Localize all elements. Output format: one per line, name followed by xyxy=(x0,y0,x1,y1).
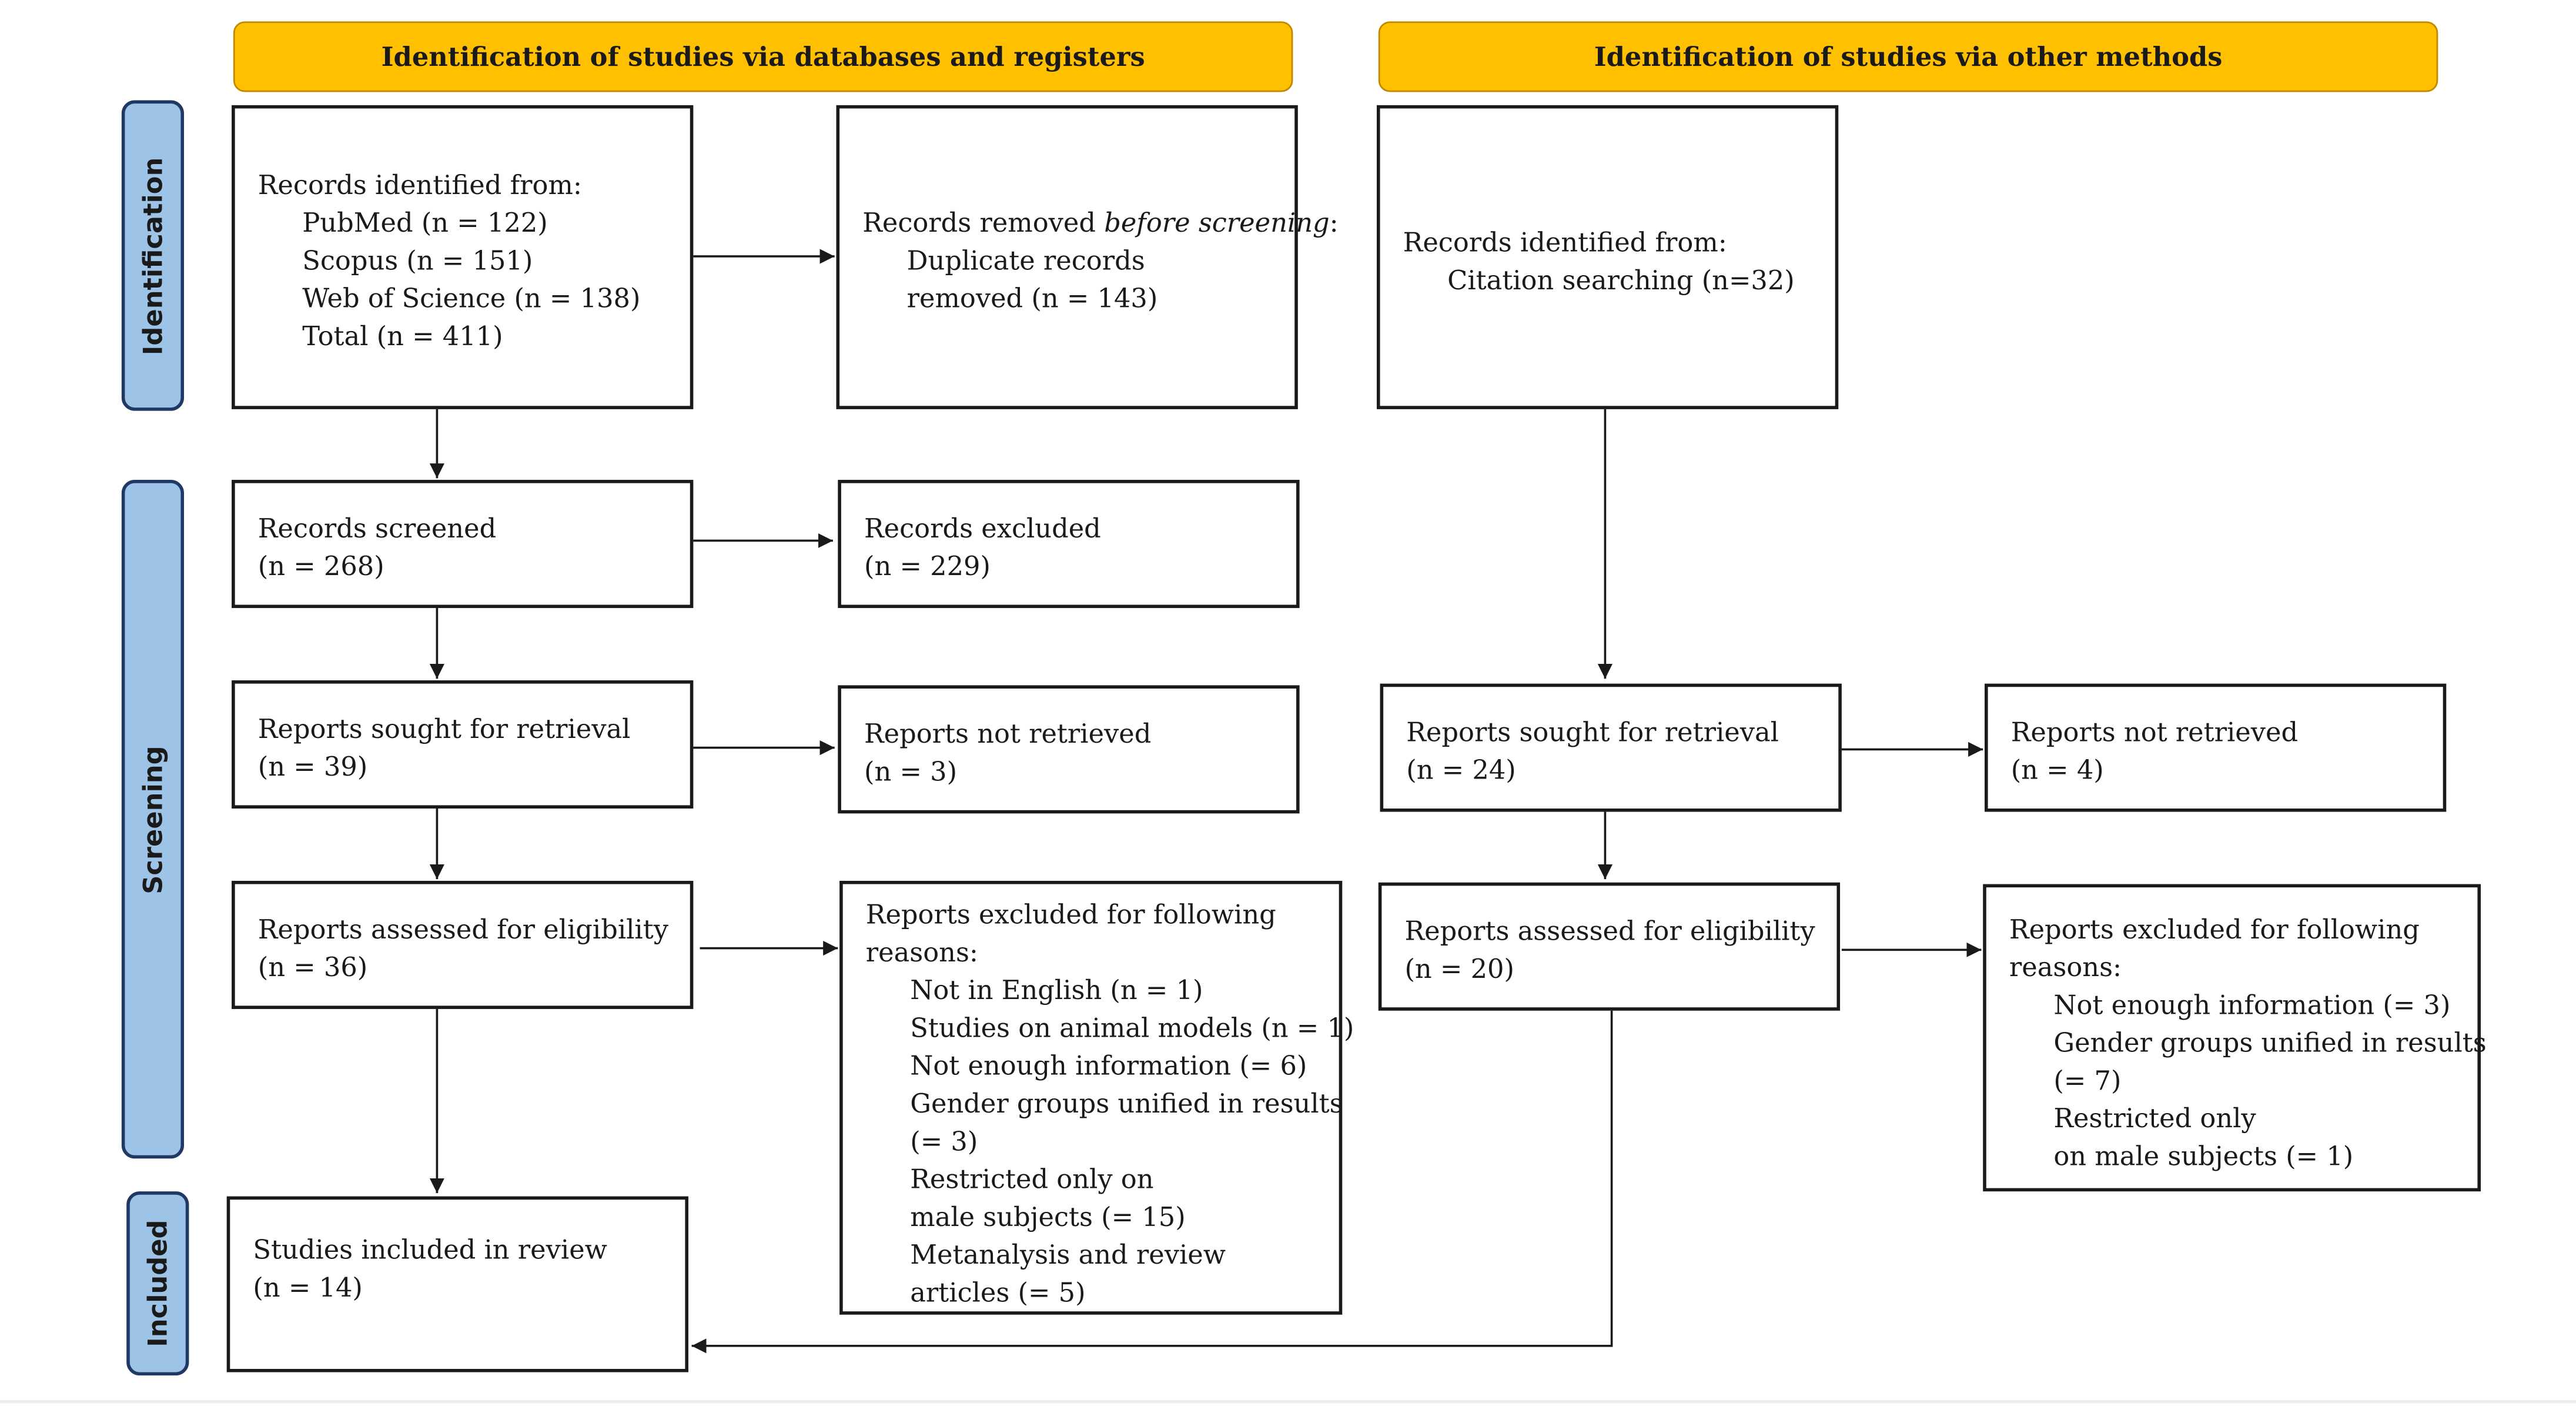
records-excluded-title: Records excluded xyxy=(864,512,1101,545)
records-removed-title-post: : xyxy=(1329,207,1339,239)
excluded-reasons-title-1: Reports excluded for following xyxy=(865,898,1276,930)
box-studies-included: Studies included in review (n = 14) xyxy=(226,1196,688,1372)
records-screened-count: (n = 268) xyxy=(257,550,384,582)
reports-assessed-count: (n = 36) xyxy=(257,951,368,983)
records-identified-total: Total (n = 411) xyxy=(302,320,503,352)
other-reports-sought-count: (n = 24) xyxy=(1406,754,1516,786)
other-excluded-reason-item: Restricted only xyxy=(2053,1103,2256,1134)
other-reports-not-retrieved-count: (n = 4) xyxy=(2010,754,2104,786)
box-records-identified: Records identified from: PubMed (n = 122… xyxy=(232,105,694,409)
reports-sought-title: Reports sought for retrieval xyxy=(257,713,631,744)
records-identified-pubmed: PubMed (n = 122) xyxy=(302,207,548,239)
box-other-reports-sought: Reports sought for retrieval (n = 24) xyxy=(1380,683,1842,812)
excluded-reason-item: articles (= 5) xyxy=(910,1277,1086,1308)
excluded-reason-item: Restricted only on xyxy=(910,1163,1154,1195)
phase-identification: Identification xyxy=(121,100,185,411)
records-removed-title: Records removed before screening: xyxy=(862,204,1339,242)
header-databases-label: Identification of studies via databases … xyxy=(381,41,1145,72)
arrow-other-assessed-to-included xyxy=(691,1010,1613,1354)
excluded-reason-item: (= 3) xyxy=(910,1125,978,1157)
bottom-divider xyxy=(0,1400,2576,1404)
records-removed-title-em: before screening xyxy=(1104,207,1330,239)
box-reports-excluded-reasons: Reports excluded for following reasons: … xyxy=(839,880,1354,1315)
studies-included-title: Studies included in review xyxy=(253,1234,607,1265)
excluded-reason-item: Metanalysis and review xyxy=(910,1239,1226,1271)
phase-included: Included xyxy=(126,1191,189,1376)
box-records-removed: Records removed before screening: Duplic… xyxy=(836,105,1339,409)
excluded-reason-item: male subjects (= 15) xyxy=(910,1201,1186,1233)
reports-not-retrieved-count: (n = 3) xyxy=(864,756,958,787)
box-other-reports-not-retrieved: Reports not retrieved (n = 4) xyxy=(1984,683,2447,812)
other-excluded-reason-item: Gender groups unified in results xyxy=(2053,1027,2487,1058)
other-records-identified-citation: Citation searching (n=32) xyxy=(1447,264,1795,296)
other-records-identified-title: Records identified from: xyxy=(1403,226,1727,258)
other-excluded-reason-item: (= 7) xyxy=(2053,1064,2122,1097)
other-reports-sought-title: Reports sought for retrieval xyxy=(1406,716,1779,748)
records-removed-line-1: Duplicate records xyxy=(906,245,1145,276)
box-reports-sought: Reports sought for retrieval (n = 39) xyxy=(232,680,694,809)
excluded-reason-item: Not enough information (= 6) xyxy=(910,1050,1307,1081)
records-screened-title: Records screened xyxy=(257,512,497,545)
excluded-reason-item: Not in English (n = 1) xyxy=(910,974,1203,1006)
other-reports-assessed-count: (n = 20) xyxy=(1404,953,1514,985)
reports-assessed-title: Reports assessed for eligibility xyxy=(257,913,668,945)
other-excluded-reasons-title-2: reasons: xyxy=(2009,951,2122,983)
header-other-label: Identification of studies via other meth… xyxy=(1594,41,2223,72)
box-records-screened: Records screened (n = 268) xyxy=(232,480,694,609)
other-reports-assessed-title: Reports assessed for eligibility xyxy=(1404,915,1815,947)
box-records-excluded: Records excluded (n = 229) xyxy=(838,480,1300,609)
phase-screening: Screening xyxy=(121,480,185,1159)
other-reports-not-retrieved-title: Reports not retrieved xyxy=(2010,716,2299,748)
box-other-reports-excluded-reasons: Reports excluded for following reasons: … xyxy=(1983,884,2487,1192)
records-identified-scopus: Scopus (n = 151) xyxy=(302,245,533,276)
header-other-methods: Identification of studies via other meth… xyxy=(1378,21,2438,92)
box-reports-assessed: Reports assessed for eligibility (n = 36… xyxy=(232,880,694,1009)
records-removed-line-2: removed (n = 143) xyxy=(906,282,1158,314)
box-other-reports-assessed: Reports assessed for eligibility (n = 20… xyxy=(1378,882,1841,1011)
other-excluded-reasons-title-1: Reports excluded for following xyxy=(2009,913,2420,945)
other-excluded-reason-item: Not enough information (= 3) xyxy=(2053,989,2451,1021)
excluded-reason-item: Studies on animal models (n = 1) xyxy=(910,1012,1354,1044)
records-removed-title-pre: Records removed xyxy=(862,207,1105,239)
records-excluded-count: (n = 229) xyxy=(864,550,991,582)
other-excluded-reason-item: on male subjects (= 1) xyxy=(2053,1140,2354,1172)
excluded-reasons-title-2: reasons: xyxy=(865,936,978,968)
studies-included-count: (n = 14) xyxy=(253,1272,363,1304)
reports-sought-count: (n = 39) xyxy=(257,751,368,783)
reports-not-retrieved-title: Reports not retrieved xyxy=(864,718,1152,750)
box-reports-not-retrieved: Reports not retrieved (n = 3) xyxy=(838,685,1300,814)
header-databases: Identification of studies via databases … xyxy=(233,21,1293,92)
excluded-reason-item: Gender groups unified in results xyxy=(910,1088,1343,1120)
records-identified-wos: Web of Science (n = 138) xyxy=(302,282,641,314)
records-identified-title: Records identified from: xyxy=(257,169,582,201)
box-other-records-identified: Records identified from: Citation search… xyxy=(1376,105,1839,409)
